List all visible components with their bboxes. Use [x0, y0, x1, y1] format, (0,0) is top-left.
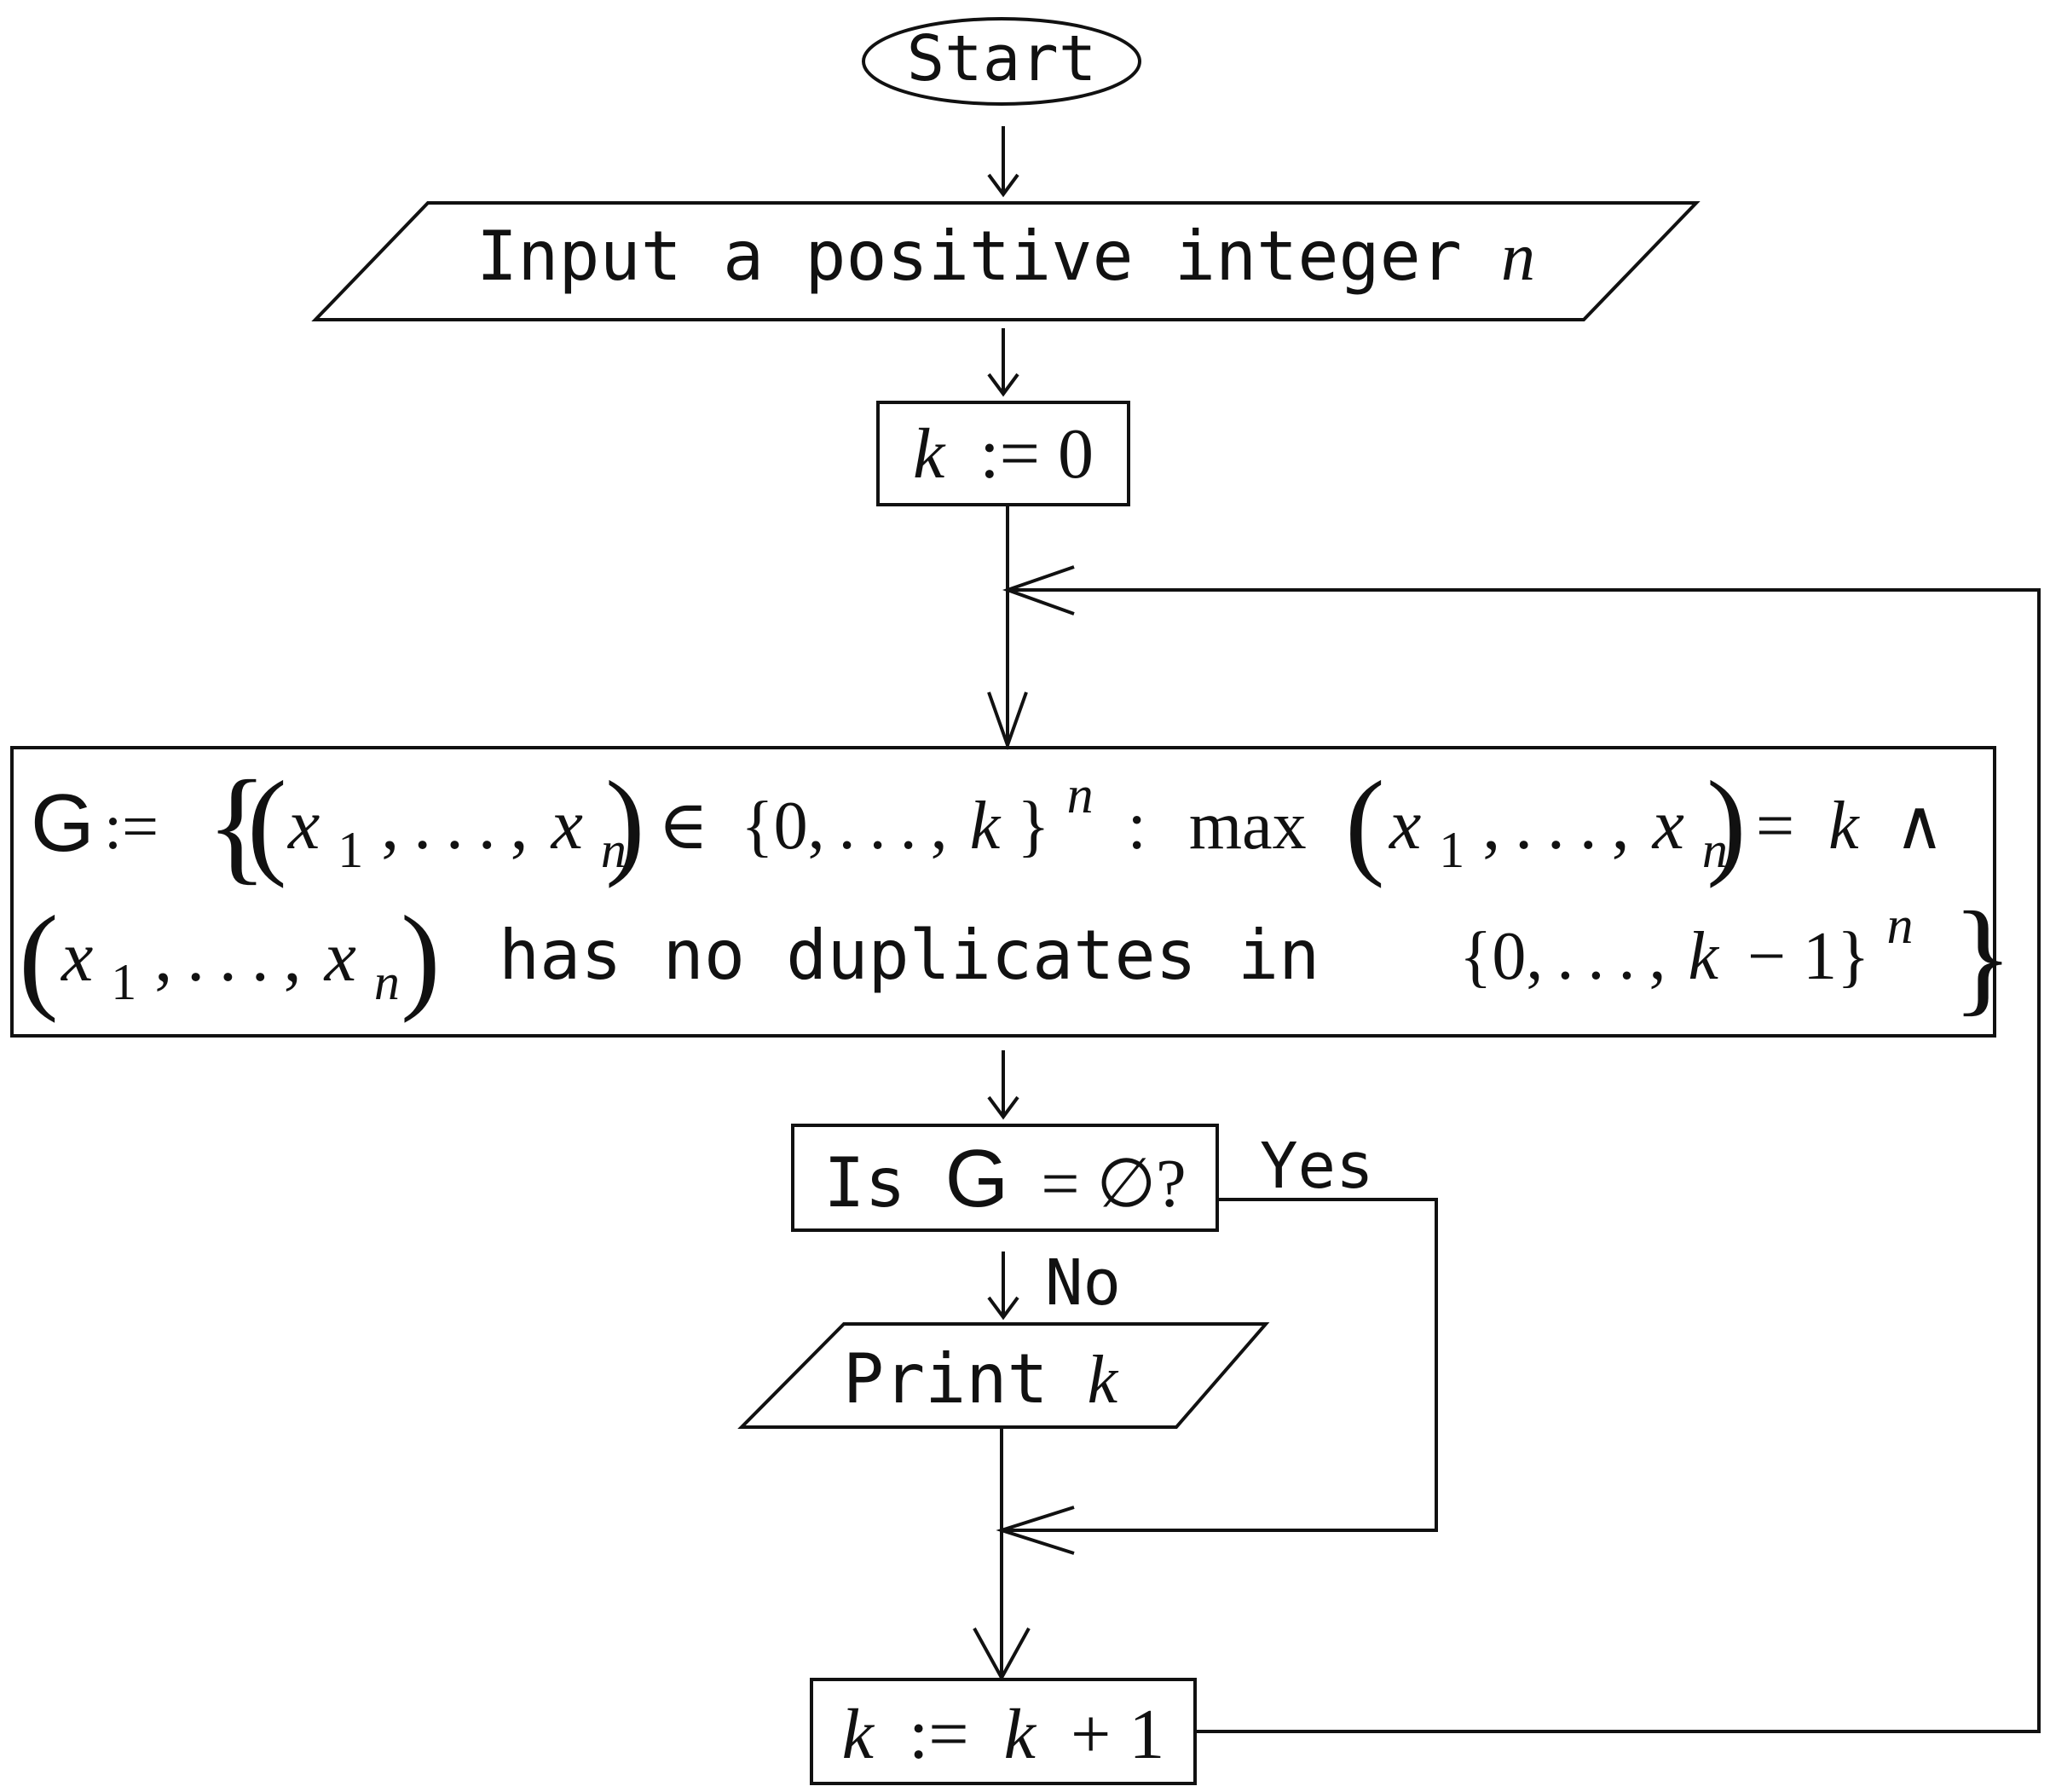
inc-var: k — [842, 1695, 875, 1774]
decision-suffix: = ∅? — [1041, 1147, 1186, 1222]
var-x1: x — [286, 785, 320, 864]
ellipsis: , . . . , — [154, 917, 301, 997]
range-open: {0, . . . , — [741, 789, 947, 864]
no-label: No — [1045, 1246, 1121, 1320]
assign-op: := — [104, 791, 159, 863]
input-parallelogram — [311, 201, 1701, 321]
tuple-paren-close: ) — [605, 757, 645, 889]
inc-var2: k — [1004, 1695, 1037, 1774]
define-g-box — [10, 746, 1996, 1038]
element-of: ∈ — [658, 789, 708, 864]
decision-text: Is G = ∅? — [823, 1133, 1186, 1224]
init-text: k := 0 — [913, 414, 1094, 494]
tuple2-paren-open: ( — [19, 892, 59, 1024]
arrowhead — [987, 373, 1019, 397]
svg-text:{0, . . . , k − 1}: {0, . . . , k − 1} n — [1459, 897, 1914, 994]
arrowhead — [987, 691, 1028, 750]
range2-open: {0, . . . , — [1459, 919, 1666, 994]
var-xn: x — [1651, 785, 1684, 864]
inc-plus-one: + 1 — [1071, 1695, 1164, 1774]
decision-prefix: Is — [823, 1143, 905, 1223]
range2-minus-one: − 1} — [1747, 919, 1870, 994]
max-paren-close: ) — [1706, 757, 1747, 889]
condition-text: has no duplicates in — [499, 916, 1320, 995]
tuple2-paren-close: ) — [401, 892, 441, 1024]
sub-1: 1 — [338, 822, 363, 878]
range-close: } — [1017, 789, 1049, 864]
svg-text:x 1 , . . . ,: x 1 , . . . , x n — [286, 785, 627, 883]
arrowhead — [987, 1296, 1019, 1321]
sup-n: n — [1887, 897, 1914, 955]
input-text: Input a positive integer n — [476, 217, 1535, 296]
input-var: n — [1501, 220, 1535, 295]
edge-loop-back — [1008, 588, 2041, 1733]
tuple-paren-open: ( — [247, 757, 287, 889]
var-xn: x — [550, 785, 583, 864]
edge-decision-yes — [1002, 1198, 1438, 1532]
print-var: k — [1088, 1343, 1119, 1418]
svg-text:∈ {0, . . . , k: ∈ {0, . . . , k } n : max — [658, 753, 1307, 864]
start-terminal — [862, 17, 1141, 106]
set-g: G — [31, 777, 95, 869]
init-box — [876, 401, 1130, 506]
range2-k: k — [1688, 919, 1719, 994]
var-xn: x — [323, 917, 356, 997]
print-label: Print — [843, 1339, 1048, 1419]
svg-text:= k ∧: = k ∧ — [1756, 789, 1944, 864]
start-label: Start — [907, 22, 1097, 95]
arrowhead — [987, 1095, 1019, 1120]
input-label: Input a positive integer — [476, 217, 1462, 296]
var-x1: x — [60, 917, 93, 997]
decision-box — [791, 1124, 1219, 1232]
max-fn: max — [1189, 789, 1307, 864]
define-g-line2: ( x 1 , . . . , x n ) has no duplicates … — [19, 886, 2013, 1027]
max-paren-open: ( — [1345, 757, 1385, 889]
svg-text:x 1 , . . . ,: x 1 , . . . , x n — [1388, 785, 1728, 883]
colon: : — [1128, 789, 1146, 864]
equals-op: = — [1756, 789, 1794, 864]
range-k: k — [970, 789, 1002, 864]
ellipsis: , . . . , — [381, 785, 528, 864]
yes-label: Yes — [1260, 1130, 1374, 1203]
inc-assign: := — [909, 1695, 969, 1774]
sub-1: 1 — [1439, 822, 1464, 878]
decision-set-g: G — [945, 1133, 1009, 1224]
arrowhead — [987, 173, 1019, 198]
sub-n: n — [601, 822, 627, 878]
and-op: ∧ — [1895, 789, 1945, 864]
sub-n: n — [1702, 822, 1728, 878]
sub-n: n — [374, 954, 400, 1010]
set-brace-close: } — [1952, 886, 2013, 1027]
var-x1: x — [1388, 785, 1421, 864]
print-text: Print k — [843, 1339, 1119, 1419]
define-g-line1: G := { ( x 1 , . . . , x n ) ∈ {0, . . .… — [31, 753, 1944, 896]
sup-n: n — [1067, 766, 1094, 824]
max-k: k — [1828, 789, 1860, 864]
arrowhead — [1002, 565, 1075, 616]
init-var: k — [913, 414, 946, 494]
set-brace-open: { — [206, 754, 268, 896]
init-rest: := 0 — [979, 414, 1094, 494]
ellipsis: , . . . , — [1482, 785, 1629, 864]
arrowhead — [973, 1627, 1031, 1682]
increment-text: k := k + 1 — [842, 1695, 1165, 1774]
print-parallelogram — [737, 1322, 1270, 1429]
svg-text:x 1 , . . . ,: x 1 , . . . , x n — [60, 917, 400, 1015]
sub-1: 1 — [111, 954, 136, 1010]
